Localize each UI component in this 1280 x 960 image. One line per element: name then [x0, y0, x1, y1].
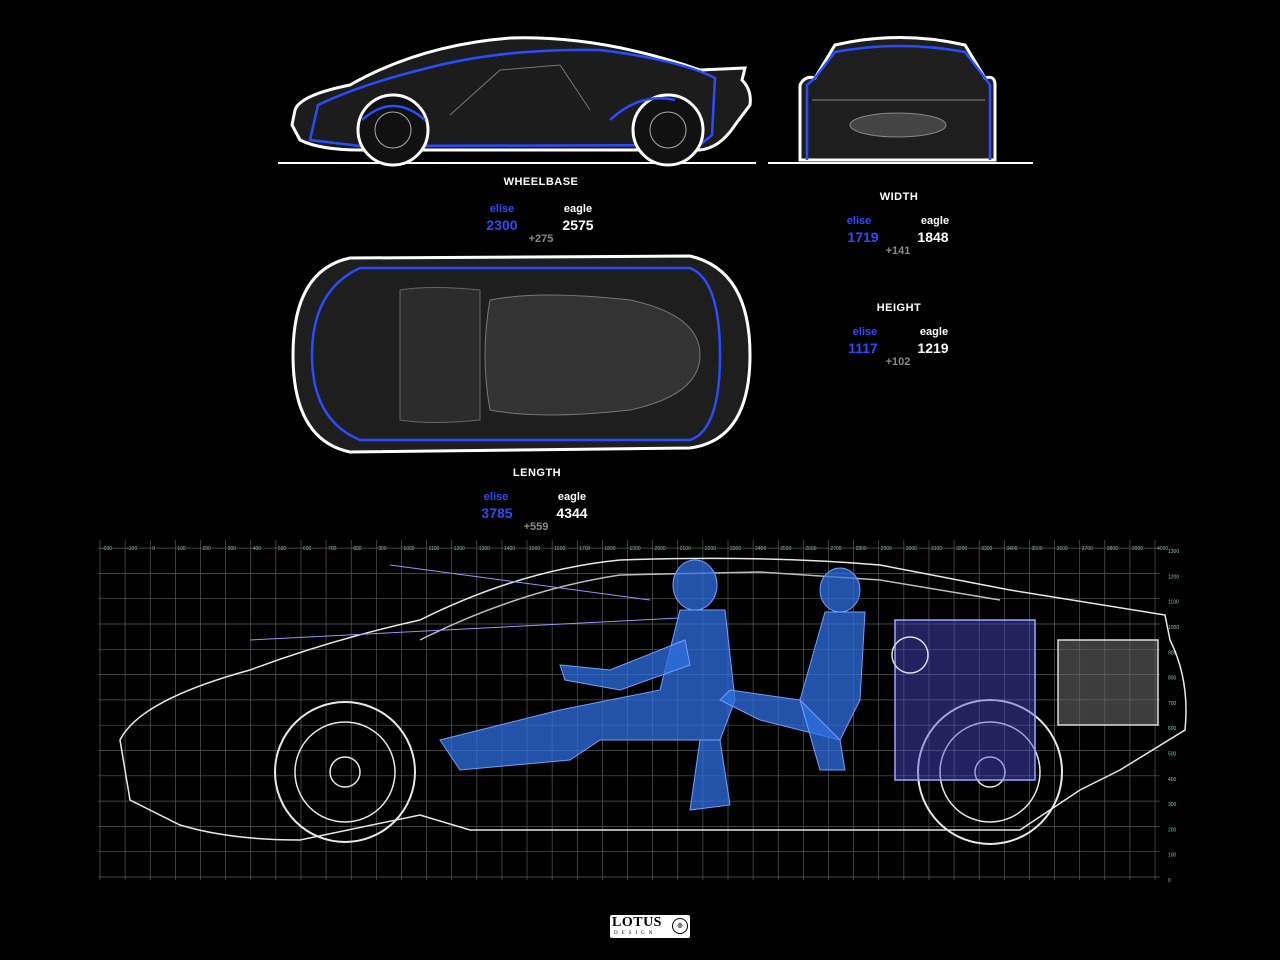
wheelbase-elise-value: 2300	[486, 217, 518, 233]
vertical-tick-label: 1200	[1168, 574, 1179, 580]
horizontal-tick-label: 900	[378, 546, 387, 552]
height-difference: +102	[885, 356, 911, 368]
horizontal-tick-label: 800	[353, 546, 362, 552]
top-view-car	[291, 254, 752, 454]
height-eagle-label: eagle	[919, 326, 949, 338]
horizontal-tick-label: 2700	[830, 546, 841, 552]
vertical-tick-label: 100	[1168, 853, 1177, 859]
vertical-tick-label: 800	[1168, 676, 1177, 682]
horizontal-tick-label: 1800	[604, 546, 615, 552]
height-elise-value: 1117	[848, 340, 878, 356]
vertical-tick-label: 600	[1168, 726, 1177, 732]
horizontal-tick-label: 3700	[1082, 546, 1093, 552]
vertical-tick-label: 1000	[1168, 625, 1179, 631]
horizontal-tick-label: 500	[278, 546, 287, 552]
horizontal-tick-label: 2500	[780, 546, 791, 552]
length-eagle-label: eagle	[557, 491, 587, 503]
horizontal-tick-label: 2000	[655, 546, 666, 552]
vertical-tick-label: 300	[1168, 802, 1177, 808]
logo-brand: LOTUS	[612, 915, 662, 930]
vertical-tick-label: 700	[1168, 701, 1177, 707]
horizontal-tick-label: 2600	[805, 546, 816, 552]
horizontal-tick-label: 2900	[881, 546, 892, 552]
horizontal-tick-label: 300	[228, 546, 237, 552]
horizontal-tick-label: -200	[102, 546, 112, 552]
cutaway-car	[119, 557, 1187, 845]
horizontal-tick-label: 1300	[479, 546, 490, 552]
length-elise-label: elise	[483, 491, 509, 503]
length-title: LENGTH	[512, 467, 562, 479]
width-title: WIDTH	[879, 191, 919, 203]
wheelbase-eagle-label: eagle	[563, 203, 593, 215]
front-view-car	[768, 36, 1033, 164]
horizontal-tick-label: 1400	[504, 546, 515, 552]
wheelbase-difference: +275	[528, 233, 554, 245]
horizontal-tick-label: 3400	[1006, 546, 1017, 552]
horizontal-tick-label: 200	[202, 546, 211, 552]
vertical-tick-label: 200	[1168, 827, 1177, 833]
horizontal-tick-label: 1200	[454, 546, 465, 552]
vertical-tick-label: 400	[1168, 777, 1177, 783]
horizontal-tick-label: 2400	[755, 546, 766, 552]
horizontal-tick-label: 2100	[680, 546, 691, 552]
logo-badge-icon: ◎	[672, 918, 688, 934]
wheelbase-eagle-value: 2575	[562, 217, 594, 233]
wheelbase-elise-label: elise	[489, 203, 515, 215]
width-elise-label: elise	[846, 215, 872, 227]
horizontal-tick-label: 2800	[856, 546, 867, 552]
horizontal-tick-label: 3000	[906, 546, 917, 552]
horizontal-tick-label: 3900	[1132, 546, 1143, 552]
logo-sub: DESIGN	[614, 931, 657, 936]
horizontal-tick-label: 3100	[931, 546, 942, 552]
width-elise-value: 1719	[847, 229, 879, 245]
horizontal-tick-label: 1100	[429, 546, 440, 552]
width-difference: +141	[885, 245, 911, 257]
horizontal-tick-label: 3600	[1057, 546, 1068, 552]
vertical-tick-label: 900	[1168, 650, 1177, 656]
height-eagle-value: 1219	[917, 340, 949, 356]
horizontal-tick-label: 1700	[579, 546, 590, 552]
lotus-design-logo: LOTUS DESIGN ◎	[610, 915, 690, 938]
horizontal-tick-label: 3800	[1107, 546, 1118, 552]
driver-figure	[439, 559, 736, 811]
horizontal-tick-label: 700	[328, 546, 337, 552]
horizontal-tick-label: -100	[127, 546, 137, 552]
horizontal-tick-label: 1000	[403, 546, 414, 552]
vertical-tick-label: 500	[1168, 752, 1177, 758]
passenger-figure	[719, 567, 866, 771]
length-elise-value: 3785	[481, 505, 513, 521]
wheelbase-title: WHEELBASE	[503, 176, 579, 188]
horizontal-tick-label: 100	[177, 546, 186, 552]
horizontal-tick-label: 3500	[1031, 546, 1042, 552]
horizontal-tick-label: 3300	[981, 546, 992, 552]
vertical-tick-label: 1300	[1168, 549, 1179, 555]
horizontal-tick-label: 4000	[1157, 546, 1168, 552]
horizontal-tick-label: 3200	[956, 546, 967, 552]
length-difference: +559	[523, 521, 549, 533]
horizontal-tick-label: 400	[253, 546, 262, 552]
height-title: HEIGHT	[876, 302, 922, 314]
horizontal-tick-label: 0	[152, 546, 155, 552]
vertical-tick-label: 1100	[1168, 600, 1179, 606]
horizontal-tick-label: 2200	[705, 546, 716, 552]
horizontal-tick-label: 1600	[554, 546, 565, 552]
height-elise-label: elise	[852, 326, 878, 338]
horizontal-tick-label: 2300	[730, 546, 741, 552]
width-eagle-value: 1848	[917, 229, 949, 245]
side-view-car	[278, 36, 756, 167]
length-eagle-value: 4344	[556, 505, 588, 521]
width-eagle-label: eagle	[920, 215, 950, 227]
horizontal-tick-label: 600	[303, 546, 312, 552]
vertical-tick-label: 0	[1168, 878, 1171, 884]
horizontal-tick-label: 1500	[529, 546, 540, 552]
horizontal-tick-label: 1900	[630, 546, 641, 552]
